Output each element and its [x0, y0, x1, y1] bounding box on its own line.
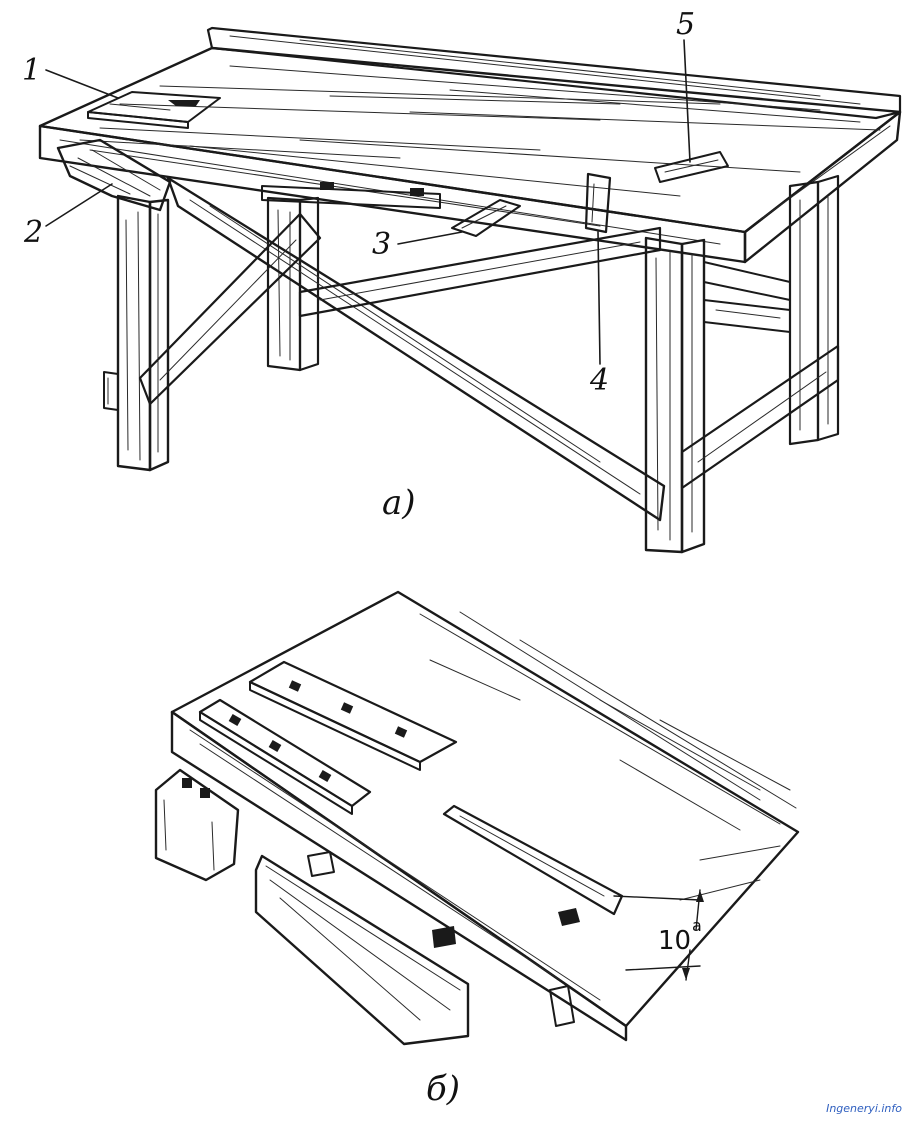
detail-board-edge: [170, 710, 628, 1042]
slender-wedge: [442, 804, 624, 916]
side-rail-right: [680, 261, 840, 490]
callout-label-5: 5: [676, 7, 696, 42]
callout-label-1: 1: [22, 53, 42, 88]
pegs: [307, 851, 575, 1027]
vise-block-2: [56, 138, 172, 212]
back-rail: [206, 26, 902, 120]
strip-plate-upper: [248, 660, 458, 771]
stop-detail-assembly: [154, 590, 800, 1046]
callout-leaders: [45, 39, 691, 365]
board-hole: [558, 908, 580, 926]
caption-b: б): [426, 1069, 461, 1109]
rear-stretcher: [298, 226, 662, 318]
callout-label-2: 2: [24, 215, 44, 250]
detail-board: [170, 590, 800, 1028]
loose-wedge: [254, 854, 470, 1046]
workbench-assembly: [38, 26, 902, 554]
stop-plate-1: [87, 91, 221, 129]
side-rail-left: [103, 371, 119, 411]
end-block: [154, 768, 240, 882]
strip-plate-lower: [198, 698, 372, 815]
workbench-top: [38, 46, 902, 264]
leg-rear-left: [266, 196, 320, 372]
watermark: Ingeneryi.info: [826, 1102, 902, 1115]
leg-rear-right: [788, 174, 840, 446]
tool-rack: [261, 182, 441, 209]
dimension-lines: [613, 889, 704, 981]
notch-4: [584, 172, 612, 234]
leg-front-left: [116, 194, 170, 472]
dimension-value: 10: [658, 926, 692, 956]
callout-label-3: 3: [372, 227, 392, 262]
dimension-suffix: a: [692, 916, 702, 935]
callout-label-4: 4: [590, 363, 610, 398]
wedge-stop-5: [654, 151, 729, 183]
clamp-wedge-3: [451, 199, 521, 237]
diagonal-brace-left: [138, 212, 322, 406]
leg-front-right: [644, 236, 706, 554]
caption-a: a): [382, 483, 416, 523]
